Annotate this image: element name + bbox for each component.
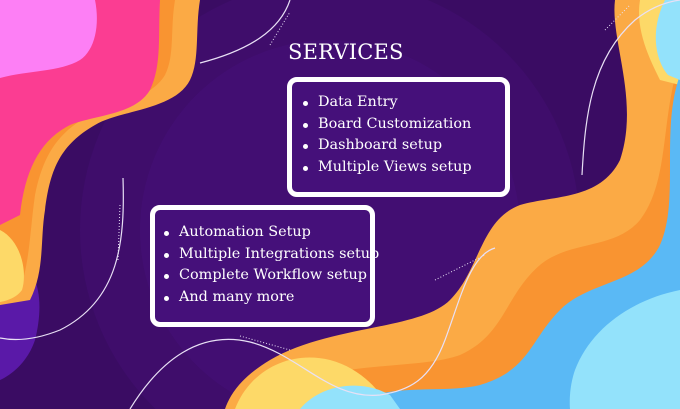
list-item: Data Entry: [297, 92, 472, 114]
right-line: [581, 0, 680, 176]
services-box-bottom: Automation Setup Multiple Integrations s…: [150, 205, 379, 327]
list-item: Multiple Views setup: [297, 157, 472, 179]
services-list-bottom: Automation Setup Multiple Integrations s…: [158, 222, 379, 308]
left-loop-line: [0, 177, 124, 341]
bullet-icon: [164, 295, 169, 301]
top-line: [199, 0, 291, 64]
list-item: And many more: [158, 287, 379, 309]
list-item: Automation Setup: [158, 222, 379, 244]
bullet-icon: [303, 144, 308, 149]
right-lightblue-top: [655, 0, 680, 80]
services-list-top: Data Entry Board Customization Dashboard…: [297, 92, 472, 178]
list-item: Complete Workflow setup: [158, 265, 379, 287]
bottom-wave-line: [129, 247, 496, 409]
list-item: Dashboard setup: [297, 135, 472, 157]
bullet-icon: [303, 101, 308, 106]
services-box-top: Data Entry Board Customization Dashboard…: [287, 77, 510, 197]
left-yellow-shape: [0, 230, 24, 302]
bullet-icon: [164, 252, 169, 258]
services-title: SERVICES: [288, 40, 404, 64]
list-item: Multiple Integrations setup: [158, 244, 379, 266]
bullet-icon: [303, 122, 308, 128]
right-lightblue-bottom: [569, 290, 680, 409]
left-lightpink-shape: [0, 0, 97, 78]
right-blue-shape: [350, 75, 680, 409]
bullet-icon: [303, 165, 308, 171]
bullet-icon: [164, 231, 169, 236]
list-item: Board Customization: [297, 114, 472, 136]
bottom-lightblue-shape: [300, 385, 400, 409]
bullet-icon: [164, 274, 169, 279]
